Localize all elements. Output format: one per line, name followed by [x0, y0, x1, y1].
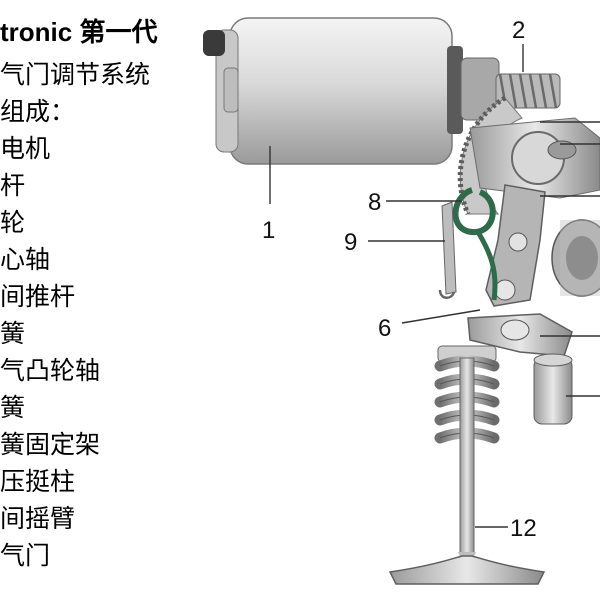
diagram-title: tronic 第一代 — [0, 17, 158, 47]
legend-item: 压挺柱 — [0, 467, 76, 496]
intake-valve — [388, 357, 546, 585]
roller-rocker-arm — [467, 313, 573, 357]
legend-item: 电机 — [0, 134, 51, 163]
legend-item: 簧固定架 — [0, 430, 101, 459]
intermediate-lever — [485, 184, 546, 307]
callout-6: 6 — [378, 315, 391, 342]
callout-9: 9 — [344, 229, 357, 256]
callout-2: 2 — [512, 17, 525, 44]
legend-item: 气凸轮轴 — [0, 356, 101, 385]
legend-item: 杆 — [0, 171, 26, 200]
spring-bracket — [438, 201, 457, 299]
worm-shaft — [495, 73, 561, 109]
leader-lines — [269, 44, 600, 528]
callout-1: 1 — [262, 217, 275, 244]
legend-item: 轮 — [0, 208, 26, 237]
eccentric-shaft-block — [469, 117, 600, 199]
legend-item: 簧 — [0, 319, 26, 348]
hydraulic-lash-adjuster — [533, 353, 573, 425]
callout-8: 8 — [368, 189, 381, 216]
legend-item: 气门调节系统 — [0, 60, 151, 89]
legend-item: 气门 — [0, 541, 51, 570]
legend-item: 簧 — [0, 393, 26, 422]
camshaft-section — [551, 219, 600, 297]
motor-body — [203, 17, 500, 165]
legend-item: 组成： — [0, 97, 76, 126]
parts-legend: 气门调节系统 组成： 电机 杆 轮 心轴 间推杆 簧 气凸轮轴 簧 簧固定架 压… — [0, 56, 150, 574]
callout-12: 12 — [510, 515, 537, 542]
legend-item: 间摇臂 — [0, 504, 76, 533]
legend-item: 间推杆 — [0, 282, 76, 311]
legend-item: 心轴 — [0, 245, 51, 274]
